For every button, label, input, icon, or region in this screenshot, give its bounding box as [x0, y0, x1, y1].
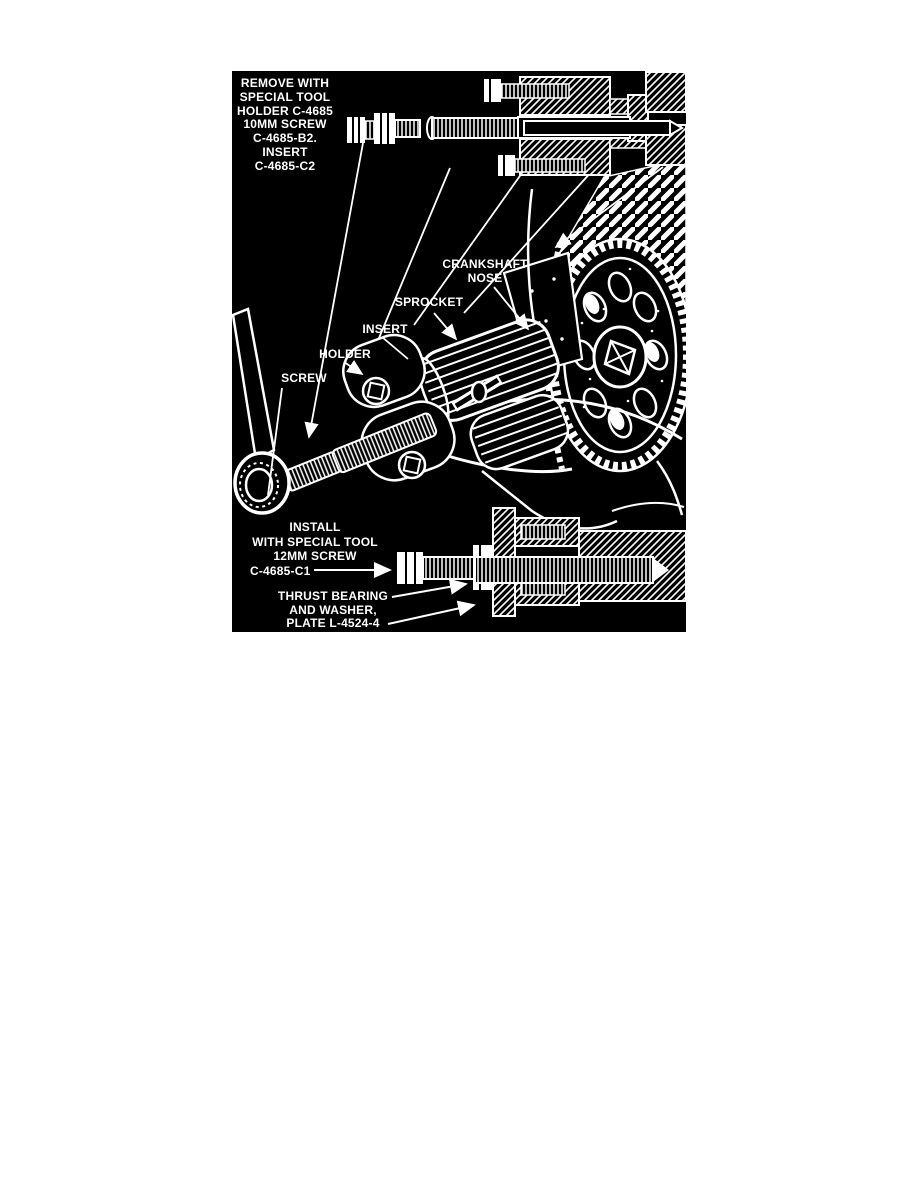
label-line: THRUST BEARING [277, 589, 389, 603]
wrench [232, 307, 291, 515]
leader-lines [304, 142, 664, 439]
label-line: C-4685-C1 [250, 563, 311, 578]
label-insert: INSERT [362, 322, 408, 336]
label-line: REMOVE WITH [240, 76, 330, 90]
screw-10mm-c4685-b2 [347, 113, 421, 144]
holder-socket-screw [361, 376, 391, 406]
diagram-artwork [232, 71, 686, 625]
installation-tool-cross-section [397, 507, 686, 617]
label-crankshaft-nose: CRANKSHAFT NOSE [435, 257, 535, 286]
label-line: NOSE [467, 270, 503, 285]
removal-tool-cross-section [426, 71, 686, 176]
gear-hub [592, 325, 648, 389]
label-line: SPECIAL TOOL [239, 89, 331, 104]
label-line: INSERT [262, 144, 308, 159]
install-label-arrows [314, 562, 476, 625]
label-line: C-4685-C2 [254, 158, 316, 173]
label-sprocket: SPROCKET [394, 295, 464, 309]
component-label-leaders [267, 286, 530, 496]
label-line: PLATE L-4524-4 [286, 616, 380, 631]
label-line: HOLDER C-4685 [237, 103, 333, 118]
label-line: CRANKSHAFT [442, 257, 528, 271]
label-line: 10MM SCREW [243, 117, 327, 132]
tool-diagram-figure: REMOVE WITH SPECIAL TOOL HOLDER C-4685 1… [232, 71, 686, 632]
crankshaft-nose-shaft [451, 374, 503, 412]
gear-face-texture [574, 267, 664, 409]
label-line: WITH SPECIAL TOOL [252, 534, 378, 549]
label-install-instructions: INSTALL WITH SPECIAL TOOL 12MM SCREW C-4… [234, 520, 396, 578]
puller-screw [282, 412, 438, 492]
label-line: AND WASHER, [289, 602, 377, 617]
label-line: C-4685-B2. [252, 131, 318, 146]
label-remove-instructions: REMOVE WITH SPECIAL TOOL HOLDER C-4685 1… [232, 76, 338, 174]
label-line: 12MM SCREW [273, 549, 357, 564]
label-screw: SCREW [281, 371, 327, 385]
sprocket-insert-assembly [417, 318, 570, 471]
label-line: INSTALL [289, 520, 341, 534]
label-holder: HOLDER [319, 347, 371, 361]
holder-socket-screw [397, 450, 427, 480]
label-thrust-bearing: THRUST BEARING AND WASHER, PLATE L-4524-… [270, 589, 396, 631]
